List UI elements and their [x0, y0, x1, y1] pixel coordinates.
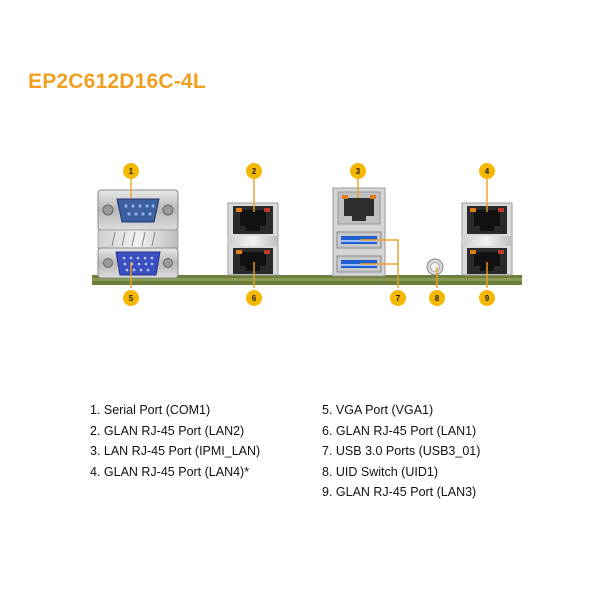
legend-item-3: 3. LAN RJ-45 Port (IPMI_LAN)	[90, 444, 261, 458]
callout-8: 8	[429, 290, 445, 306]
svg-text:8: 8	[435, 294, 440, 303]
leader-lines	[130, 178, 488, 288]
callout-6: 6	[246, 290, 262, 306]
svg-text:1: 1	[129, 167, 134, 176]
callout-2: 2	[246, 163, 262, 179]
callout-9: 9	[479, 290, 495, 306]
uid-switch	[426, 258, 444, 276]
callout-5: 5	[123, 290, 139, 306]
legend-left-column: 1. Serial Port (COM1) 2. GLAN RJ-45 Port…	[90, 400, 350, 482]
svg-text:3: 3	[356, 167, 361, 176]
legend-item-2: 2. GLAN RJ-45 Port (LAN2)	[90, 423, 245, 438]
callout-1: 1	[123, 163, 139, 179]
lan-stack-lan4-lan3	[461, 202, 513, 276]
svg-text:2: 2	[252, 167, 257, 176]
svg-text:7: 7	[396, 294, 401, 303]
serial-port-com1	[97, 189, 179, 231]
callout-3: 3	[350, 163, 366, 179]
svg-text:9: 9	[485, 294, 490, 303]
legend-right-column: 5. VGA Port (VGA1) 6. GLAN RJ-45 Port (L…	[322, 400, 582, 503]
ipmi-lan-usb-stack	[332, 187, 386, 277]
legend-item-8: 8. UID Switch (UID1)	[322, 464, 438, 479]
svg-text:4: 4	[485, 167, 490, 176]
legend-item-5: 5. VGA Port (VGA1)	[322, 403, 434, 417]
legend-item-6: 6. GLAN RJ-45 Port (LAN1)	[322, 423, 477, 438]
vga-port-vga1	[97, 247, 179, 279]
legend-item-4: 4. GLAN RJ-45 Port (LAN4)*	[90, 464, 250, 479]
svg-text:5: 5	[129, 294, 134, 303]
callout-4: 4	[479, 163, 495, 179]
board-title: EP2C612D16C-4L	[28, 70, 206, 93]
callout-7: 7	[390, 290, 406, 306]
legend-item-1: 1. Serial Port (COM1)	[90, 403, 211, 417]
legend-item-7: 7. USB 3.0 Ports (USB3_01)	[322, 444, 481, 458]
legend-item-9: 9. GLAN RJ-45 Port (LAN3)	[322, 485, 477, 499]
lan-stack-lan2-lan1	[227, 202, 279, 276]
svg-text:6: 6	[252, 294, 257, 303]
